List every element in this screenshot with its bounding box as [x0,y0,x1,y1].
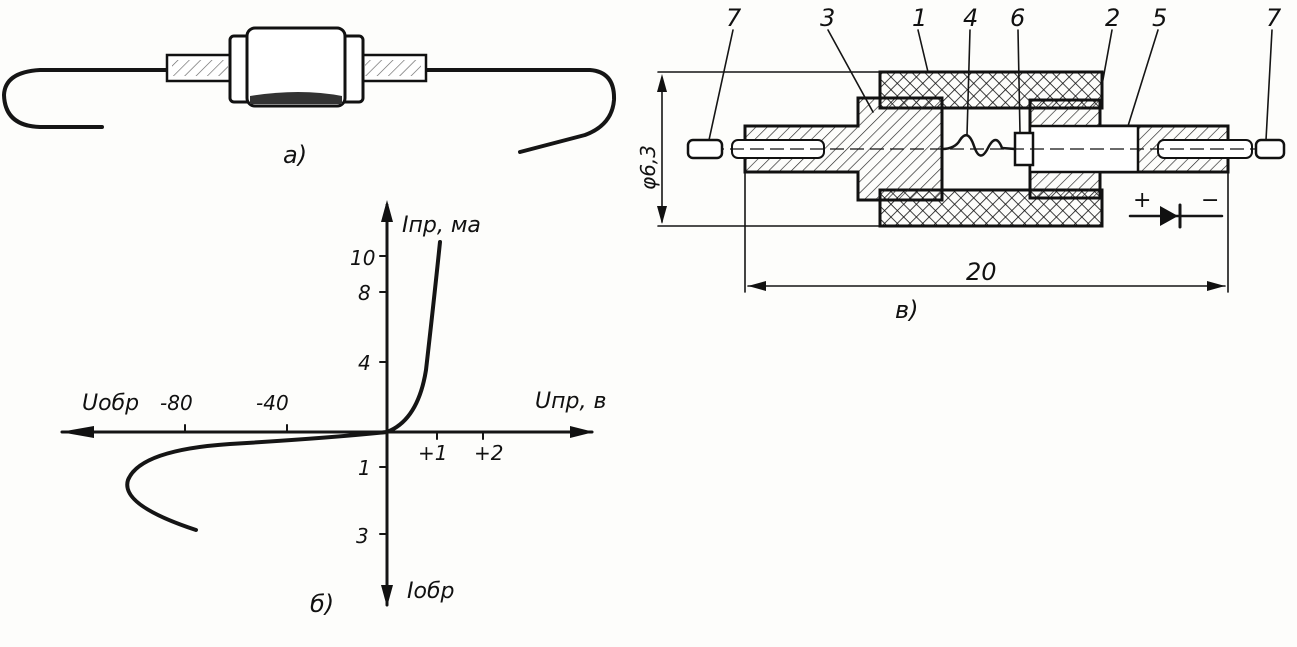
minus-sign: − [1201,188,1219,213]
iv-characteristic-b: Iпр, ма Iобр Uпр, в Uобр 10 8 4 1 3 -80 … [60,200,606,618]
reverse-branch-curve [125,430,389,532]
left-lead-end [686,138,724,160]
y-axis-label-reverse: Iобр [407,579,454,604]
diode-symbol-triangle [1160,206,1178,226]
x-axis-label-reverse: Uобр [82,391,139,416]
right-lead-end [1254,138,1286,160]
length-label: 20 [966,258,997,286]
part-label-7-right: 7 [1266,4,1282,32]
forward-branch-curve [385,240,442,434]
diameter-label: φ6,3 [636,145,660,190]
part-label-7-left: 7 [726,4,742,32]
cross-section-c: φ6,3 20 + − [636,4,1286,324]
y-tick-4: 4 [358,351,371,375]
y-tick-1: 1 [358,456,371,480]
part-label-3: 3 [820,4,835,32]
x-axis-arrow-left [60,426,94,438]
x-tick-minus-40: -40 [256,391,289,415]
y-axis-arrow-up [381,200,393,222]
plus-sign: + [1133,188,1151,213]
part-label-2: 2 [1105,4,1120,32]
right-lead-wire [423,68,617,154]
y-tick-3: 3 [356,524,369,548]
caption-b: б) [310,590,334,618]
diode-body [245,26,347,108]
x-tick-minus-80: -80 [160,391,193,415]
left-lead-wire [2,68,170,129]
part-label-5: 5 [1152,4,1167,32]
diode-sketch-a: а) [2,26,617,169]
contact-whisker [940,133,1017,157]
y-axis-arrow-down [381,585,393,607]
x-axis-arrow-right [570,426,594,438]
y-tick-10: 10 [350,246,375,270]
x-axis-label-forward: Uпр, в [535,389,606,414]
y-tick-8: 8 [358,281,371,305]
part-label-1: 1 [912,4,927,32]
x-tick-plus-1: +1 [418,441,447,465]
caption-c: в) [895,296,919,324]
part-label-4: 4 [963,4,978,32]
part-label-6: 6 [1010,4,1025,32]
caption-a: а) [283,141,307,169]
y-axis-label-forward: Iпр, ма [402,213,481,238]
x-tick-plus-2: +2 [474,441,503,465]
